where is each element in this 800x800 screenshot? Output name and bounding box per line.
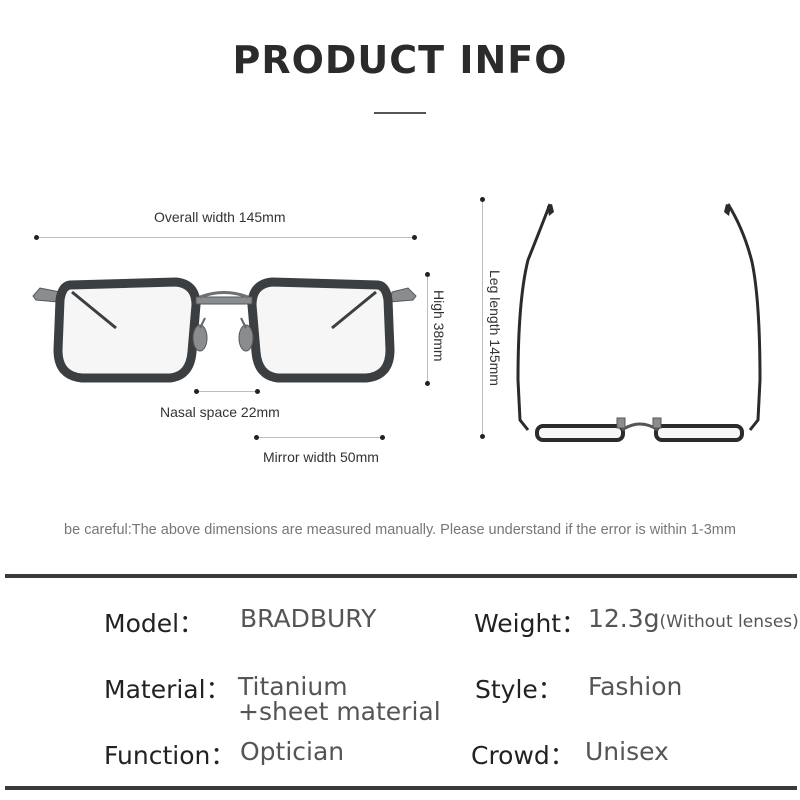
specs-bottom-divider [5, 786, 797, 790]
high-line [427, 274, 428, 384]
nasal-space-label: Nasal space 22mm [160, 404, 280, 420]
material-key: Material： [104, 675, 231, 704]
weight-number: 12.3g [588, 604, 660, 633]
weight-key: Weight： [474, 609, 587, 638]
function-value: Optician [240, 737, 345, 766]
material-value-line2: +sheet material [238, 697, 441, 726]
overall-width-end-dot [412, 235, 417, 240]
weight-value: 12.3g(Without lenses) [588, 604, 799, 633]
specs-top-divider [5, 574, 797, 578]
style-key: Style： [475, 675, 563, 704]
function-key: Function： [104, 741, 236, 770]
page-title: PRODUCT INFO [232, 38, 568, 82]
nasal-space-start-dot [194, 389, 199, 394]
material-value-line1: Titanium [238, 672, 348, 701]
leg-length-start-dot [480, 197, 485, 202]
style-value: Fashion [588, 672, 683, 701]
crowd-value: Unisex [585, 737, 669, 766]
model-key: Model： [104, 609, 205, 638]
overall-width-start-dot [34, 235, 39, 240]
mirror-width-label: Mirror width 50mm [263, 449, 379, 465]
leg-length-line [482, 199, 483, 437]
model-value: BRADBURY [240, 604, 377, 633]
mirror-width-line [256, 437, 382, 438]
overall-width-line [36, 237, 416, 238]
weight-note: (Without lenses) [659, 612, 799, 632]
measurement-note: be careful:The above dimensions are meas… [64, 522, 736, 538]
leg-length-end-dot [480, 434, 485, 439]
title-underline [374, 112, 426, 114]
nasal-space-end-dot [255, 389, 260, 394]
overall-width-label: Overall width 145mm [154, 209, 286, 225]
high-start-dot [425, 272, 430, 277]
nasal-space-line [196, 391, 258, 392]
high-end-dot [425, 381, 430, 386]
mirror-width-start-dot [254, 435, 259, 440]
crowd-key: Crowd： [471, 741, 575, 770]
mirror-width-end-dot [380, 435, 385, 440]
